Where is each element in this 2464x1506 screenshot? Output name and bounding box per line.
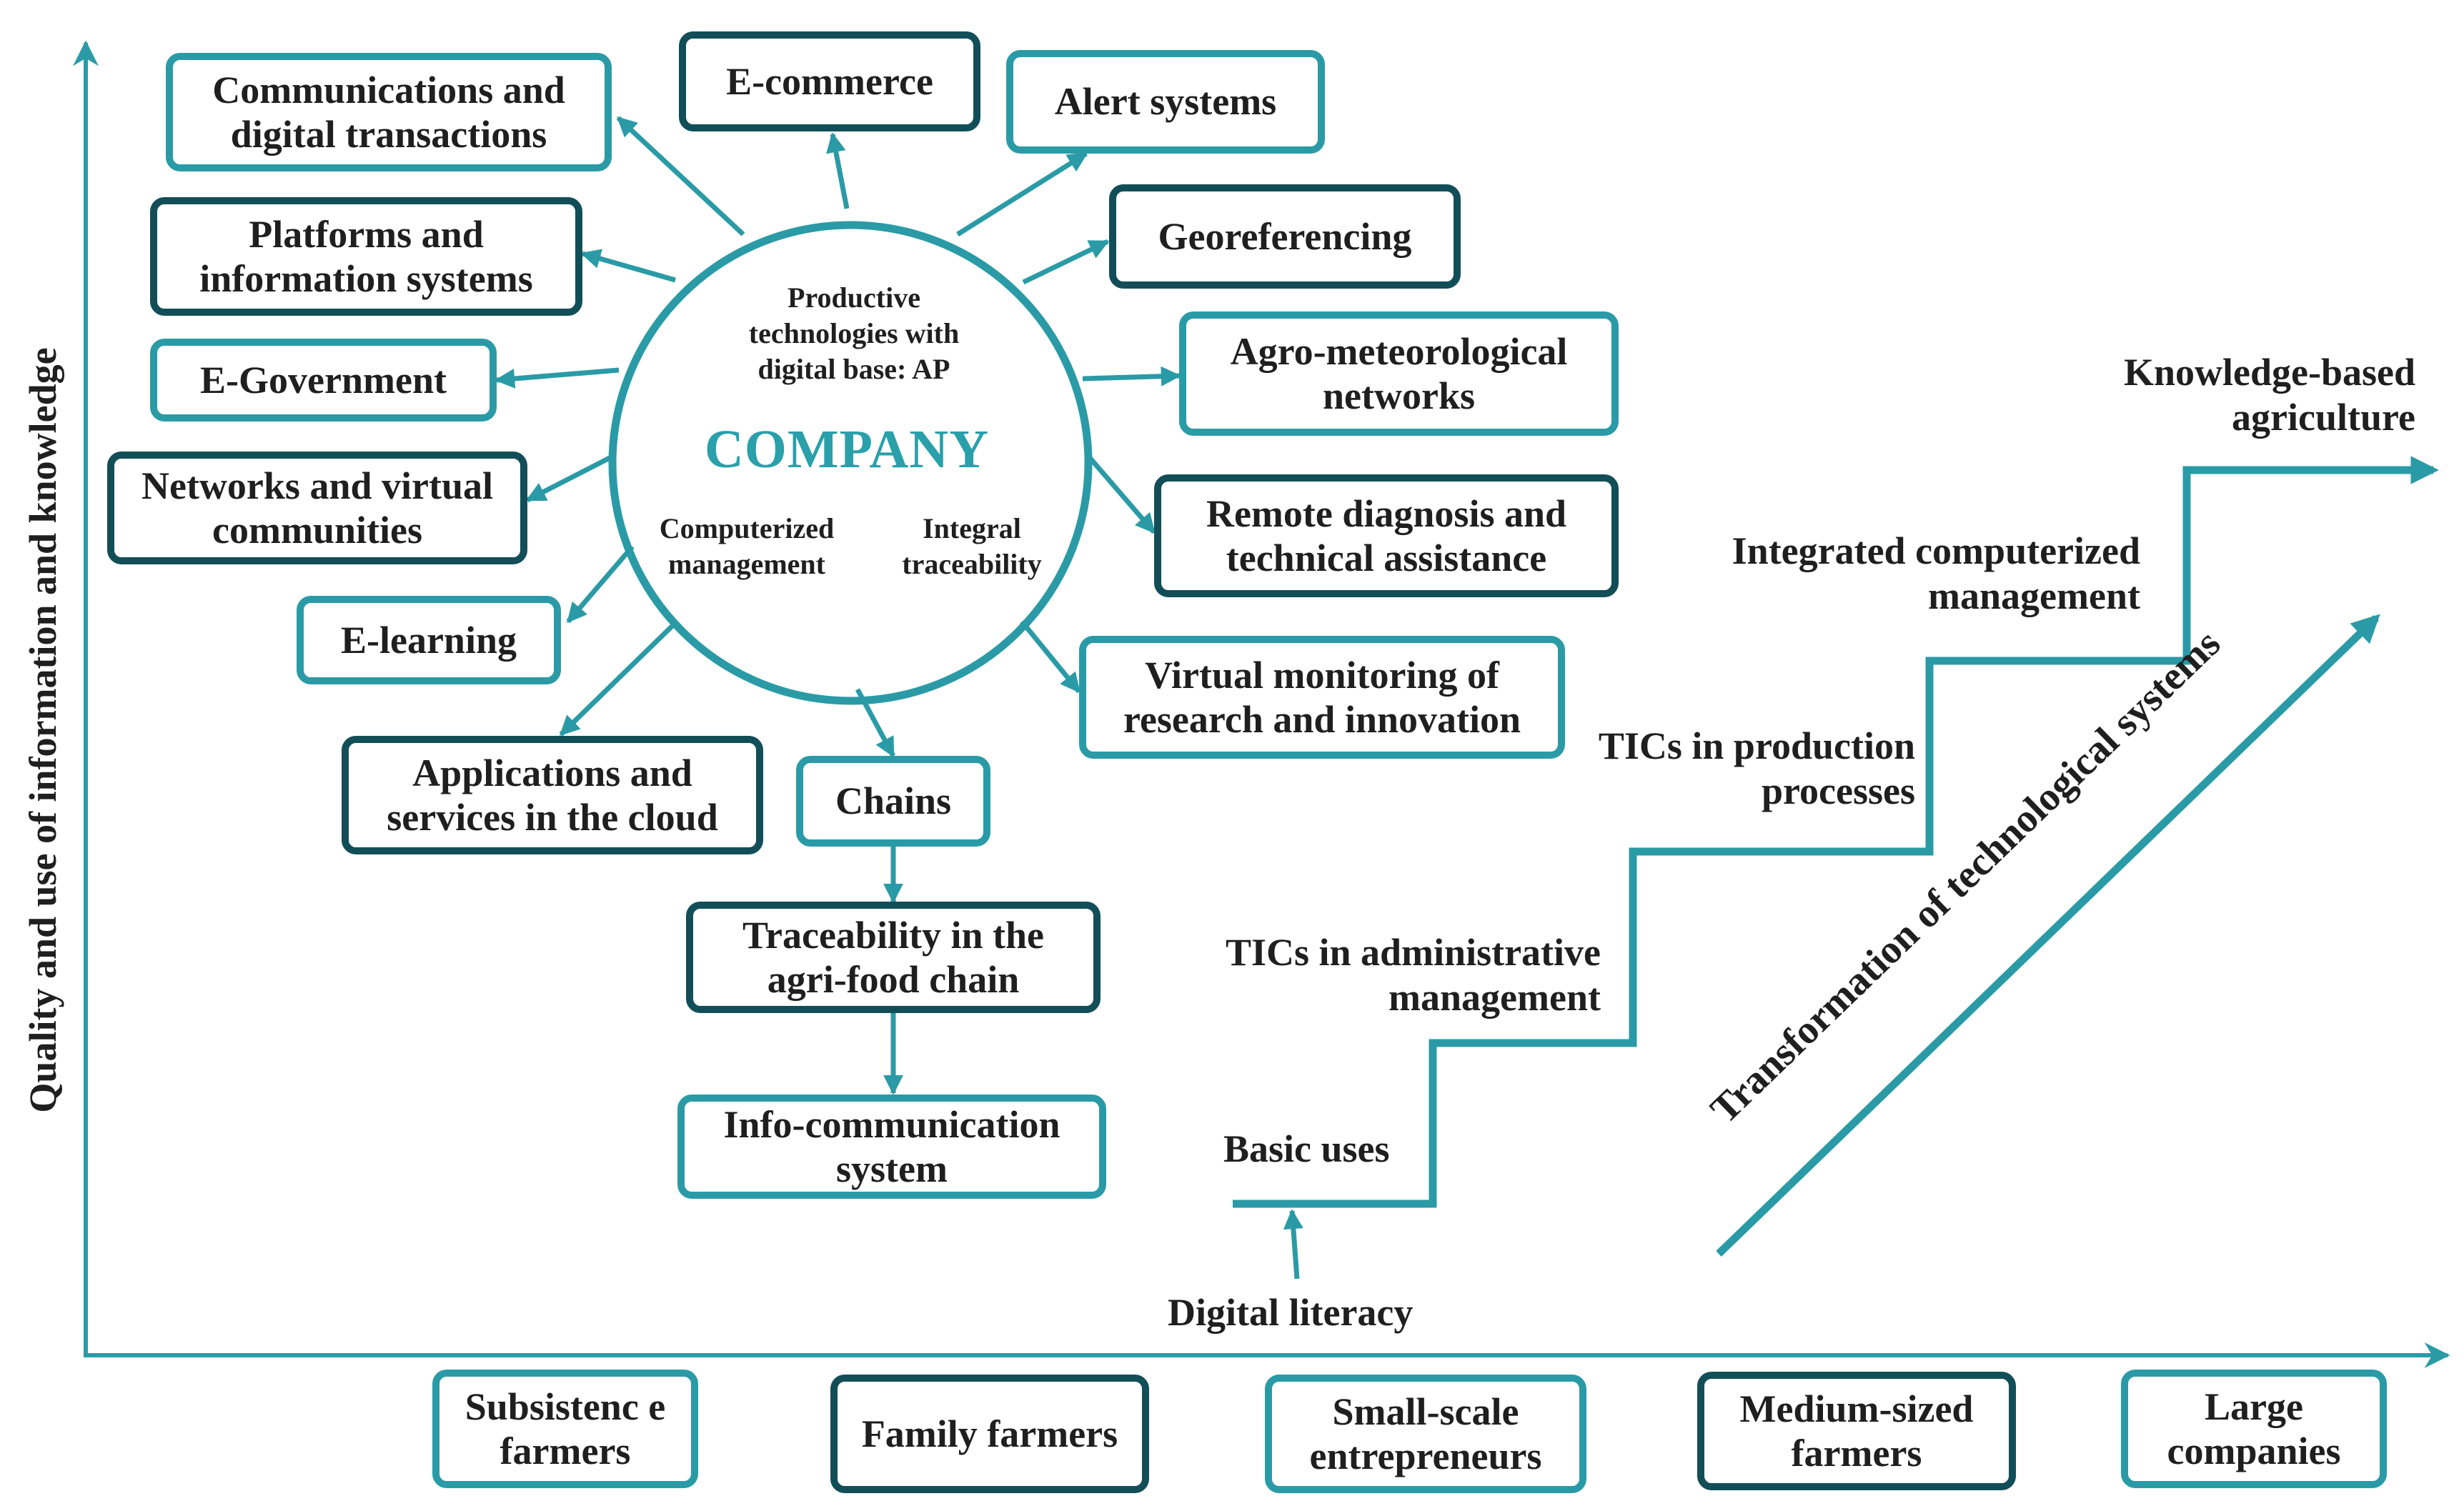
transformation-label: Transformation of technological systems bbox=[1702, 622, 2229, 1132]
company-subtitle: Productive technologies with digital bas… bbox=[748, 281, 960, 385]
arrow-to-ecommerce bbox=[826, 132, 850, 209]
radial-arrows bbox=[495, 116, 1181, 1095]
box-remote-diagnosis: Remote diagnosis and technical assistanc… bbox=[1154, 474, 1619, 597]
arrow-to-cloud bbox=[559, 621, 677, 737]
label-tics-production: TICs in production processes bbox=[1598, 724, 1915, 812]
box-virtual-monitoring: Virtual monitoring of research and innov… bbox=[1079, 636, 1565, 759]
integral-traceability-note: Integral traceability bbox=[902, 512, 1042, 580]
box-platforms: Platforms and information systems bbox=[150, 197, 582, 316]
box-elearning: E-learning bbox=[297, 596, 561, 684]
arrow-to-virtual bbox=[1020, 619, 1081, 694]
label-integrated-management: Integrated computerized management bbox=[1732, 529, 2140, 617]
arrow-to-egovernment bbox=[495, 367, 620, 389]
arrow-to-agromet bbox=[1082, 366, 1181, 387]
box-cloud: Applications and services in the cloud bbox=[342, 736, 763, 854]
box-chains: Chains bbox=[796, 756, 990, 847]
label-knowledge-based: Knowledge-based agriculture bbox=[2123, 351, 2415, 439]
farmer-subsistence: Subsistenc e farmers bbox=[432, 1370, 698, 1488]
y-axis-label: Quality and use of information and knowl… bbox=[21, 347, 64, 1112]
box-networks: Networks and virtual communities bbox=[107, 452, 527, 564]
label-tics-administrative: TICs in administrative management bbox=[1225, 931, 1601, 1019]
farmer-medium: Medium-sized farmers bbox=[1697, 1372, 2016, 1490]
arrow-to-networks bbox=[525, 454, 612, 503]
staircase-line bbox=[1233, 456, 2439, 1208]
arrow-to-elearning bbox=[566, 544, 635, 624]
computerized-management-note: Computerized management bbox=[659, 512, 835, 580]
transformation-arrow bbox=[1716, 614, 2380, 1257]
box-communications: Communications and digital transactions bbox=[166, 53, 612, 171]
box-egovernment: E-Government bbox=[150, 339, 497, 422]
company-circle bbox=[608, 221, 1093, 705]
box-georeferencing: Georeferencing bbox=[1109, 184, 1461, 289]
arrow-to-chains bbox=[855, 688, 896, 758]
arrow-to-georeferencing bbox=[1022, 239, 1110, 285]
arrow-to-alert bbox=[956, 151, 1088, 236]
arrow-to-platforms bbox=[580, 249, 676, 283]
box-alert-systems: Alert systems bbox=[1006, 50, 1325, 154]
arrow-to-remote bbox=[1084, 452, 1156, 534]
box-traceability: Traceability in the agri-food chain bbox=[686, 902, 1101, 1013]
farmer-small-scale: Small-scale entrepreneurs bbox=[1265, 1375, 1586, 1493]
box-agromet: Agro-meteorological networks bbox=[1179, 311, 1619, 436]
label-digital-literacy: Digital literacy bbox=[1168, 1291, 1414, 1334]
box-info-communication: Info-communication system bbox=[677, 1094, 1106, 1199]
arrow-to-communications bbox=[616, 116, 745, 236]
digital-literacy-arrow bbox=[1283, 1209, 1303, 1280]
farmer-large: Large companies bbox=[2121, 1370, 2387, 1488]
box-ecommerce: E-commerce bbox=[679, 31, 980, 131]
label-basic-uses: Basic uses bbox=[1223, 1127, 1390, 1170]
farmer-family: Family farmers bbox=[830, 1375, 1149, 1493]
company-title: COMPANY bbox=[704, 419, 990, 479]
